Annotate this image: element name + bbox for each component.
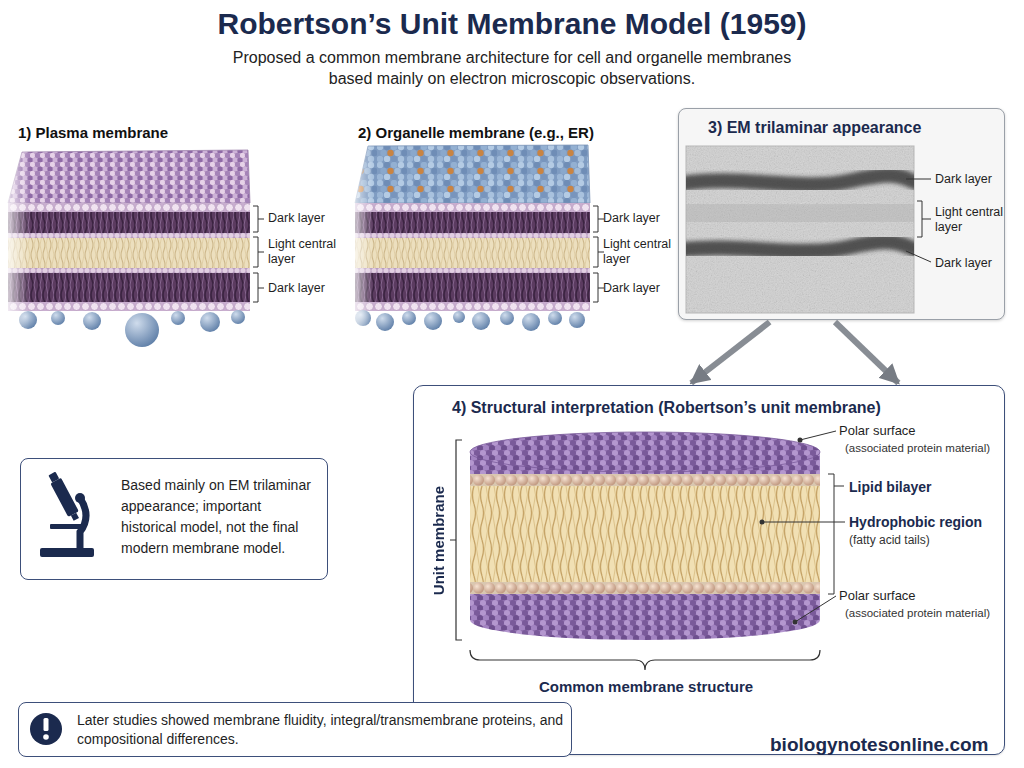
surface-protein	[472, 312, 490, 330]
layer-label: Light central layer	[268, 237, 348, 267]
surface-protein	[548, 311, 562, 325]
surface-protein	[500, 311, 514, 325]
dark-layer-band	[8, 212, 250, 233]
surface-protein	[125, 313, 159, 347]
organelle-membrane-illustration	[347, 140, 604, 360]
panel-heading: 3) EM trilaminar appearance	[708, 118, 921, 138]
surface-protein	[453, 311, 465, 323]
surface-protein	[19, 311, 37, 329]
layer-label: Light central layer	[603, 237, 678, 267]
connector-arrow	[691, 322, 769, 383]
layer-bracket	[593, 206, 604, 232]
panel-heading: 4) Structural interpretation (Robertson’…	[452, 398, 881, 418]
part-label: Hydrophobic region	[849, 514, 982, 531]
layer-label: Dark layer	[935, 172, 992, 187]
layer-bracket	[253, 273, 264, 302]
note-text: Based mainly on EM trilaminar appearance…	[121, 475, 319, 559]
note-text: Later studies showed membrane fluidity, …	[77, 711, 565, 749]
note-box: Later studies showed membrane fluidity, …	[18, 702, 572, 757]
dark-layer-band	[355, 273, 590, 302]
membrane-top-surface	[355, 145, 590, 203]
part-label: Polar surface	[839, 423, 916, 439]
layer-label: Dark layer	[268, 281, 325, 296]
edge-fade	[0, 140, 30, 360]
bracket-label: Common membrane structure	[471, 678, 821, 696]
surface-protein	[376, 313, 394, 331]
layer-bracket	[593, 237, 604, 267]
light-layer-band	[8, 238, 250, 268]
layer-bracket	[593, 273, 604, 302]
surface-protein	[355, 310, 371, 326]
part-note: (fatty acid tails)	[849, 533, 930, 548]
layer-label: Light central layer	[935, 205, 1005, 235]
surface-protein	[569, 312, 585, 328]
bracket-label: Unit membrane	[430, 486, 448, 595]
info-box: Based mainly on EM trilaminar appearance…	[20, 458, 328, 580]
surface-protein	[51, 311, 65, 325]
head-row	[8, 302, 250, 311]
head-row	[8, 203, 250, 212]
surface-protein	[402, 311, 416, 325]
membrane-top-surface	[8, 150, 250, 203]
panel-heading: 2) Organelle membrane (e.g., ER)	[358, 124, 594, 142]
part-label: Polar surface	[839, 588, 916, 604]
em-panel: 3) EM trilaminar appearanceDark layerLig…	[678, 108, 1005, 320]
layer-bracket	[253, 206, 264, 232]
surface-protein	[200, 312, 220, 332]
part-note: (associated protein material)	[845, 441, 990, 455]
head-row	[8, 268, 250, 273]
head-row	[355, 233, 590, 238]
plasma-membrane-illustration	[0, 140, 264, 360]
layer-label: Dark layer	[603, 211, 660, 226]
part-label: Lipid bilayer	[849, 479, 931, 496]
head-row	[355, 268, 590, 273]
head-row	[355, 302, 590, 311]
layer-label: Dark layer	[935, 256, 992, 271]
panel-heading: 1) Plasma membrane	[18, 124, 168, 142]
light-layer-band	[355, 238, 590, 268]
surface-protein	[522, 313, 540, 331]
head-row	[8, 233, 250, 238]
layer-label: Dark layer	[268, 211, 325, 226]
dark-layer-band	[8, 273, 250, 302]
layer-bracket	[253, 237, 264, 267]
surface-protein	[83, 312, 101, 330]
surface-protein	[424, 312, 442, 330]
diagram-subtitle: Proposed a common membrane architecture …	[227, 47, 797, 89]
head-row	[355, 203, 590, 212]
diagram-title: Robertson’s Unit Membrane Model (1959)	[0, 6, 1024, 42]
watermark: biologynotesonline.com	[770, 733, 989, 756]
part-note: (associated protein material)	[845, 606, 990, 620]
edge-fade	[347, 140, 373, 360]
dark-layer-band	[355, 212, 590, 233]
layer-label: Dark layer	[603, 281, 660, 296]
surface-protein	[171, 311, 185, 325]
interpretation-panel: 4) Structural interpretation (Robertson’…	[413, 385, 1005, 755]
surface-protein	[231, 310, 245, 324]
connector-arrow	[835, 322, 898, 383]
